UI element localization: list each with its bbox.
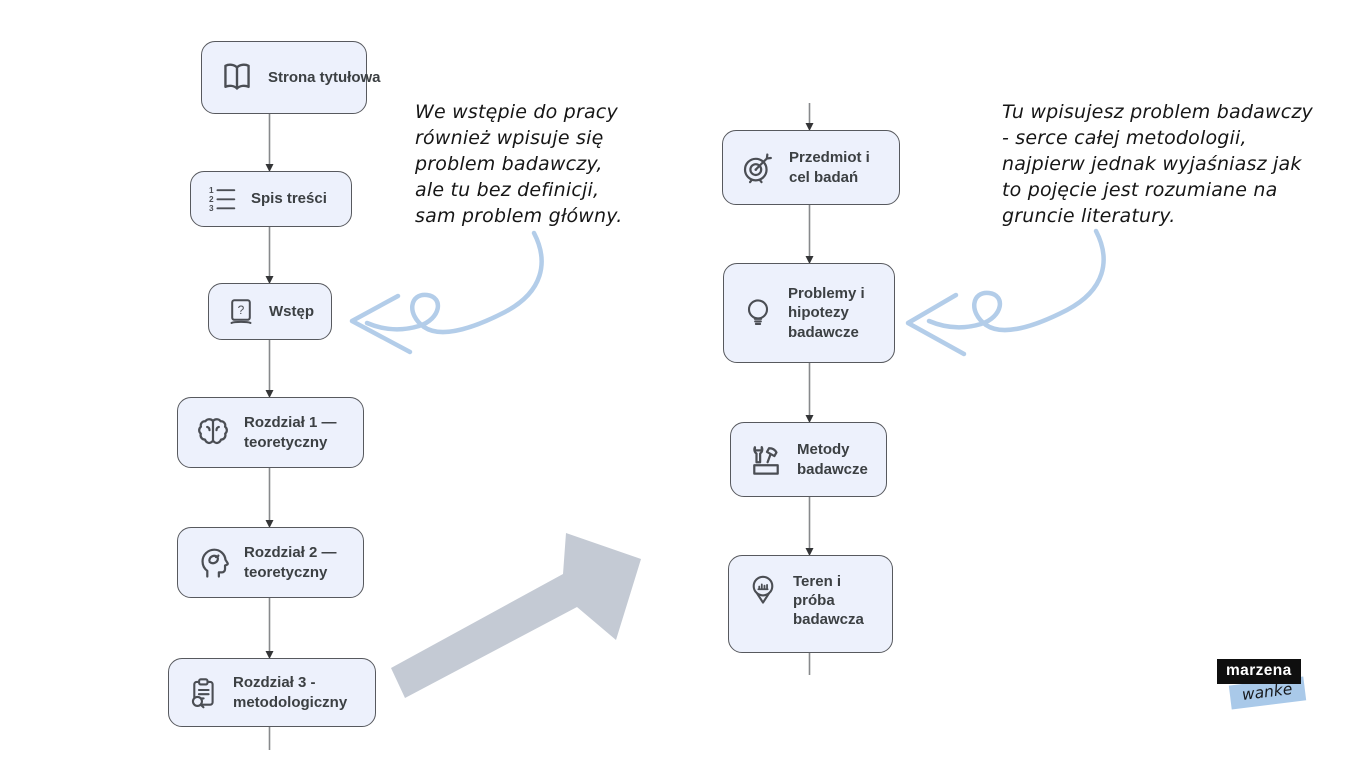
target-dart-icon — [739, 149, 777, 187]
annotation-line: Tu wpisujesz problem badawczy — [1002, 101, 1313, 123]
open-book-icon — [218, 59, 256, 97]
annotation-left: We wstępie do pracy również wpisuje się … — [415, 99, 623, 229]
annotation-line: ale tu bez definicji, — [415, 179, 600, 201]
annotation-line: problem badawczy, — [415, 153, 603, 175]
flow-box-rozdzial-3: Rozdział 3 - metodologiczny — [168, 658, 376, 727]
flow-box-strona-tytulowa: Strona tytułowa — [201, 41, 381, 114]
flow-box-problemy-hipotezy: Problemy i hipotezy badawcze — [723, 263, 895, 363]
flow-box-label: Strona tytułowa — [268, 68, 381, 86]
flow-box-label: Teren i próba badawcza — [793, 573, 864, 629]
flow-box-spis-tresci: 1 2 3 Spis treści — [190, 171, 352, 227]
brain-icon — [194, 414, 232, 452]
curved-doodle-arrow-right — [905, 228, 1106, 357]
flow-box-label: Rozdział 3 - metodologiczny — [233, 674, 348, 711]
svg-text:1: 1 — [209, 186, 214, 195]
svg-text:?: ? — [238, 303, 245, 317]
annotation-line: gruncie literatury. — [1002, 205, 1176, 227]
lightbulb-icon — [740, 295, 776, 331]
flow-box-rozdzial-1: Rozdział 1 — teoretyczny — [177, 397, 364, 468]
svg-text:2: 2 — [209, 195, 214, 204]
question-book-icon: ? — [225, 296, 257, 328]
flow-box-label: Spis treści — [251, 190, 327, 208]
annotation-right: Tu wpisujesz problem badawczy - serce ca… — [1002, 99, 1313, 229]
flow-box-teren-proba: Teren i próba badawcza — [728, 555, 893, 653]
head-gears-icon — [194, 544, 232, 582]
flow-arrowheads — [265, 123, 814, 659]
flow-box-label: Rozdział 1 — teoretyczny — [244, 414, 337, 451]
flow-box-wstep: ? Wstęp — [208, 283, 332, 340]
big-arrow — [391, 533, 641, 698]
annotation-line: sam problem główny. — [415, 205, 623, 227]
flow-box-label: Wstęp — [269, 302, 314, 320]
annotation-line: - serce całej metodologii, — [1002, 127, 1247, 149]
annotation-line: to pojęcie jest rozumiane na — [1002, 179, 1278, 201]
flow-box-rozdzial-2: Rozdział 2 — teoretyczny — [177, 527, 364, 598]
numbered-list-icon: 1 2 3 — [207, 183, 239, 215]
tools-icon — [747, 441, 785, 479]
flow-box-label: Przedmiot i cel badań — [789, 149, 870, 186]
curved-doodle-arrow-left — [349, 230, 544, 355]
annotation-line: najpierw jednak wyjaśniasz jak — [1002, 153, 1302, 175]
flow-box-label: Rozdział 2 — teoretyczny — [244, 544, 337, 581]
annotation-line: również wpisuje się — [415, 127, 604, 149]
flow-box-label: Problemy i hipotezy badawcze — [788, 285, 865, 341]
flow-box-przedmiot-cel: Przedmiot i cel badań — [722, 130, 900, 205]
flow-box-metody: Metody badawcze — [730, 422, 887, 497]
logo-marzena: marzena — [1217, 659, 1301, 684]
location-chart-icon — [745, 572, 781, 608]
annotation-line: We wstępie do pracy — [415, 101, 618, 123]
svg-text:3: 3 — [209, 204, 214, 213]
clipboard-search-icon — [185, 675, 221, 711]
flow-box-label: Metody badawcze — [797, 441, 868, 478]
